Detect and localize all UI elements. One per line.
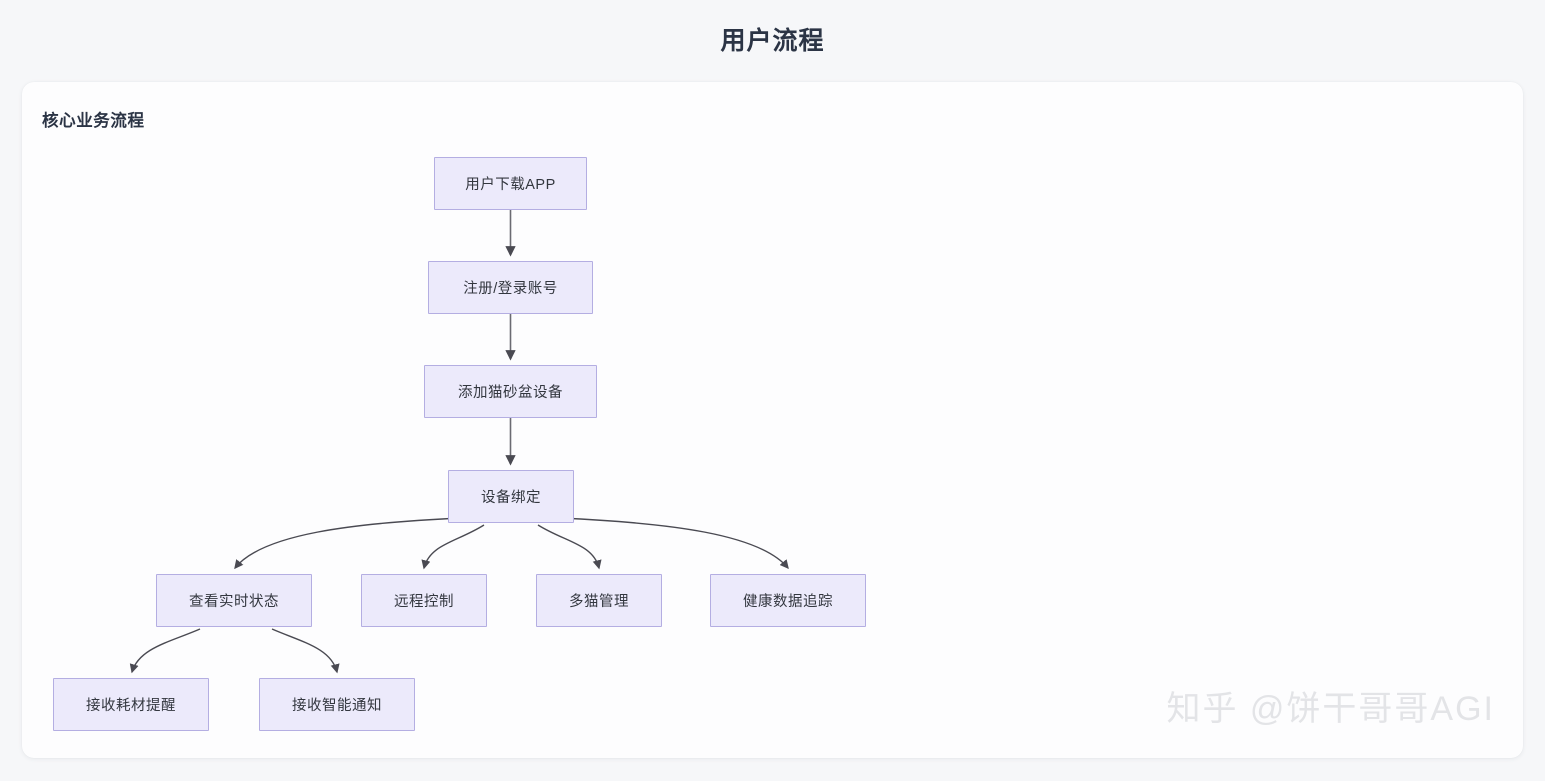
edge-n5-n10: [271, 628, 340, 674]
flow-card: 核心业务流程 用户下载APP 注册/登录账号 添加猫砂盆设备 设备绑定: [22, 82, 1523, 758]
flow-node-multi-cat-management[interactable]: 多猫管理: [536, 574, 662, 627]
edge-n4-n8: [559, 517, 789, 570]
edge-n4-n5: [234, 517, 463, 570]
flowchart-canvas: 用户下载APP 注册/登录账号 添加猫砂盆设备 设备绑定 查看实时状态 远程控制…: [22, 82, 1523, 758]
flow-node-health-data-tracking[interactable]: 健康数据追踪: [710, 574, 866, 627]
flow-node-user-download-app[interactable]: 用户下载APP: [434, 157, 587, 210]
page-title: 用户流程: [720, 27, 825, 55]
flow-node-remote-control[interactable]: 远程控制: [361, 574, 487, 627]
flow-node-view-realtime-status[interactable]: 查看实时状态: [156, 574, 312, 627]
flow-node-receive-supply-reminder[interactable]: 接收耗材提醒: [53, 678, 209, 731]
edge-n4-n6: [421, 524, 485, 570]
flow-node-device-binding[interactable]: 设备绑定: [448, 470, 574, 523]
card-title: 核心业务流程: [42, 112, 145, 130]
flowchart-edges: [129, 210, 789, 674]
edge-n5-n9: [129, 628, 201, 674]
edge-n4-n7: [537, 524, 602, 570]
flow-node-add-litterbox-device[interactable]: 添加猫砂盆设备: [424, 365, 597, 418]
flow-node-register-login[interactable]: 注册/登录账号: [428, 261, 593, 314]
flow-node-receive-smart-notification[interactable]: 接收智能通知: [259, 678, 415, 731]
